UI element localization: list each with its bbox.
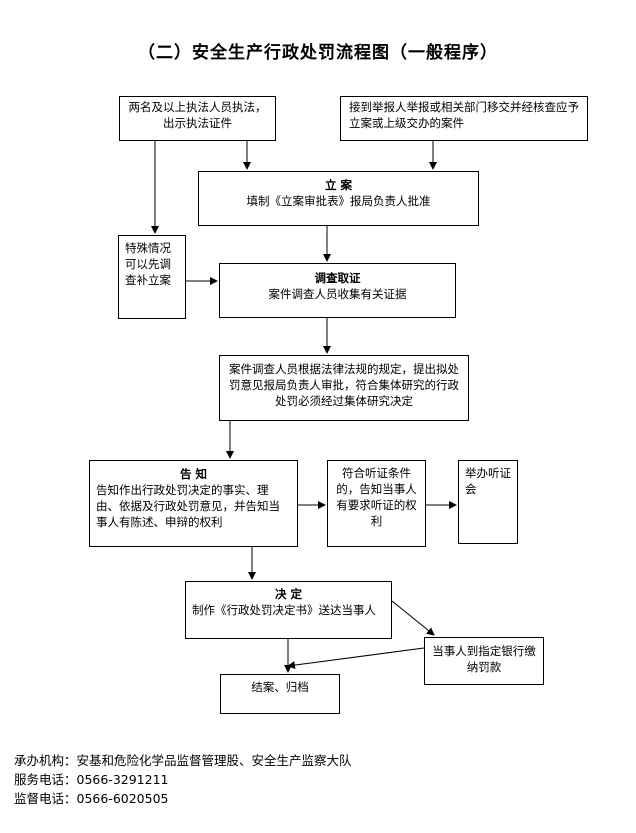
close-case-box: 结案、归档 xyxy=(220,674,340,714)
close-case-text: 结案、归档 xyxy=(251,680,309,694)
hold-hearing-text: 举办听证会 xyxy=(465,466,511,496)
pay-fine-box: 当事人到指定银行缴纳罚款 xyxy=(424,637,544,685)
investigation-title: 调查取证 xyxy=(314,271,361,285)
special-case-box: 特殊情况可以先调查补立案 xyxy=(118,235,186,319)
two-officers-box: 两名及以上执法人员执法，出示执法证件 xyxy=(119,96,276,141)
page-title: （二）安全生产行政处罚流程图（一般程序） xyxy=(138,43,498,63)
proposal-box: 案件调查人员根据法律法规的规定，提出拟处罚意见报局负责人审批，符合集体研究的行政… xyxy=(219,355,469,421)
footer-info: 承办机构：安基和危险化学品监督管理股、安全生产监察大队 服务电话：0566-32… xyxy=(14,751,352,808)
hearing-condition-box: 符合听证条件的，告知当事人有要求听证的权利 xyxy=(327,460,426,547)
filing-text: 填制《立案审批表》报局负责人批准 xyxy=(246,194,431,208)
footer-supervision-phone: 监督电话：0566-6020505 xyxy=(14,791,169,806)
report-box: 接到举报人举报或相关部门移交并经核查应予立案或上级交办的案件 xyxy=(340,96,588,141)
investigation-text: 案件调查人员收集有关证据 xyxy=(268,287,407,301)
proposal-text: 案件调查人员根据法律法规的规定，提出拟处罚意见报局负责人审批，符合集体研究的行政… xyxy=(229,362,459,408)
filing-title: 立 案 xyxy=(324,178,352,192)
hold-hearing-box: 举办听证会 xyxy=(458,460,518,544)
notice-title: 告 知 xyxy=(179,467,207,481)
notice-text: 告知作出行政处罚决定的事实、理由、依据及行政处罚意见，并告知当事人有陈述、申辩的… xyxy=(96,483,280,529)
notice-box: 告 知 告知作出行政处罚决定的事实、理由、依据及行政处罚意见，并告知当事人有陈述… xyxy=(89,460,298,547)
decision-title: 决 定 xyxy=(274,587,302,601)
decision-box: 决 定 制作《行政处罚决定书》送达当事人 xyxy=(185,581,392,639)
two-officers-text: 两名及以上执法人员执法，出示执法证件 xyxy=(128,100,267,130)
investigation-box: 调查取证 案件调查人员收集有关证据 xyxy=(219,263,456,318)
decision-text: 制作《行政处罚决定书》送达当事人 xyxy=(192,603,376,617)
pay-fine-text: 当事人到指定银行缴纳罚款 xyxy=(432,644,536,674)
special-case-text: 特殊情况可以先调查补立案 xyxy=(125,241,171,287)
arrow-payfine-to-close xyxy=(287,647,425,670)
report-text: 接到举报人举报或相关部门移交并经核查应予立案或上级交办的案件 xyxy=(349,100,579,130)
filing-box: 立 案 填制《立案审批表》报局负责人批准 xyxy=(198,171,479,226)
hearing-condition-text: 符合听证条件的，告知当事人有要求听证的权利 xyxy=(336,466,417,528)
footer-service-phone: 服务电话：0566-3291211 xyxy=(14,772,169,787)
arrow-decision-to-payfine xyxy=(391,600,435,636)
footer-organizer: 承办机构：安基和危险化学品监督管理股、安全生产监察大队 xyxy=(14,753,352,768)
